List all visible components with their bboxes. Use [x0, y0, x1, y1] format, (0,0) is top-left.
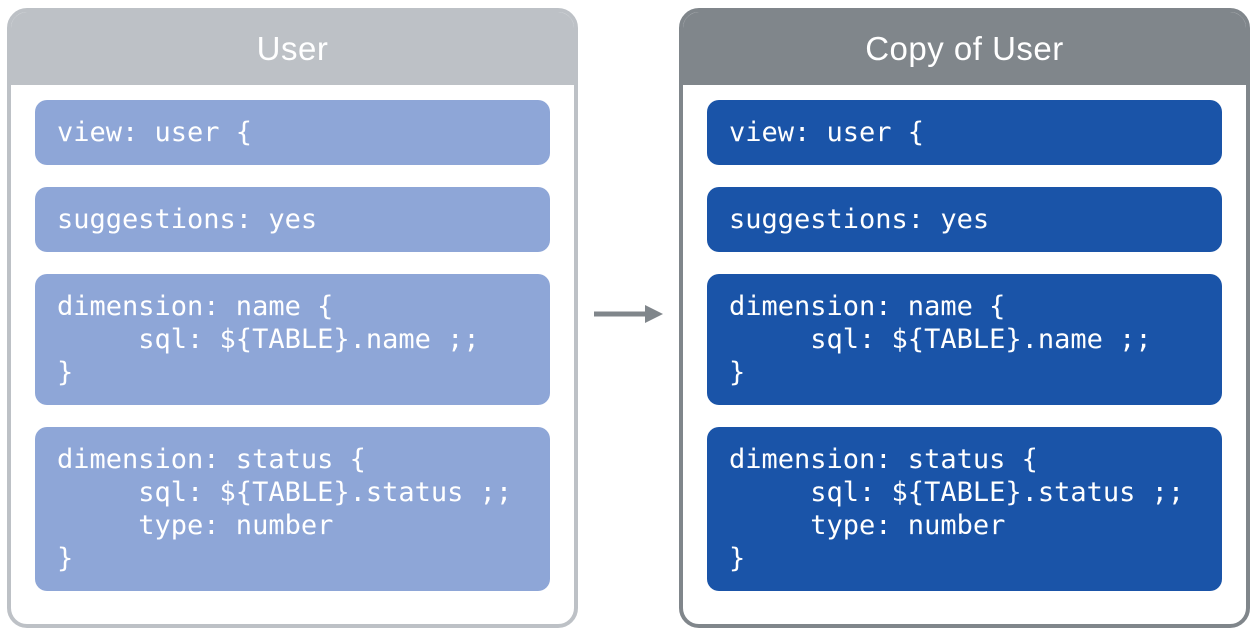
panel-user: User view: user { suggestions: yes dimen… — [7, 8, 578, 628]
code-block-dimension-status: dimension: status { sql: ${TABLE}.status… — [707, 427, 1222, 591]
right-arrow-icon — [594, 305, 663, 323]
panel-user-title: User — [256, 29, 329, 67]
panel-copy-of-user-title: Copy of User — [865, 29, 1064, 67]
code-block-suggestions: suggestions: yes — [707, 187, 1222, 252]
panel-copy-of-user-header: Copy of User — [683, 12, 1246, 85]
code-block-suggestions: suggestions: yes — [35, 187, 550, 252]
panel-copy-of-user: Copy of User view: user { suggestions: y… — [679, 8, 1250, 628]
code-block-dimension-status: dimension: status { sql: ${TABLE}.status… — [35, 427, 550, 591]
code-block-view: view: user { — [707, 100, 1222, 165]
panel-user-header: User — [11, 12, 574, 85]
code-block-dimension-name: dimension: name { sql: ${TABLE}.name ;; … — [35, 274, 550, 405]
panel-user-body: view: user { suggestions: yes dimension:… — [11, 85, 574, 591]
code-block-view: view: user { — [35, 100, 550, 165]
panel-copy-of-user-body: view: user { suggestions: yes dimension:… — [683, 85, 1246, 591]
code-block-dimension-name: dimension: name { sql: ${TABLE}.name ;; … — [707, 274, 1222, 405]
